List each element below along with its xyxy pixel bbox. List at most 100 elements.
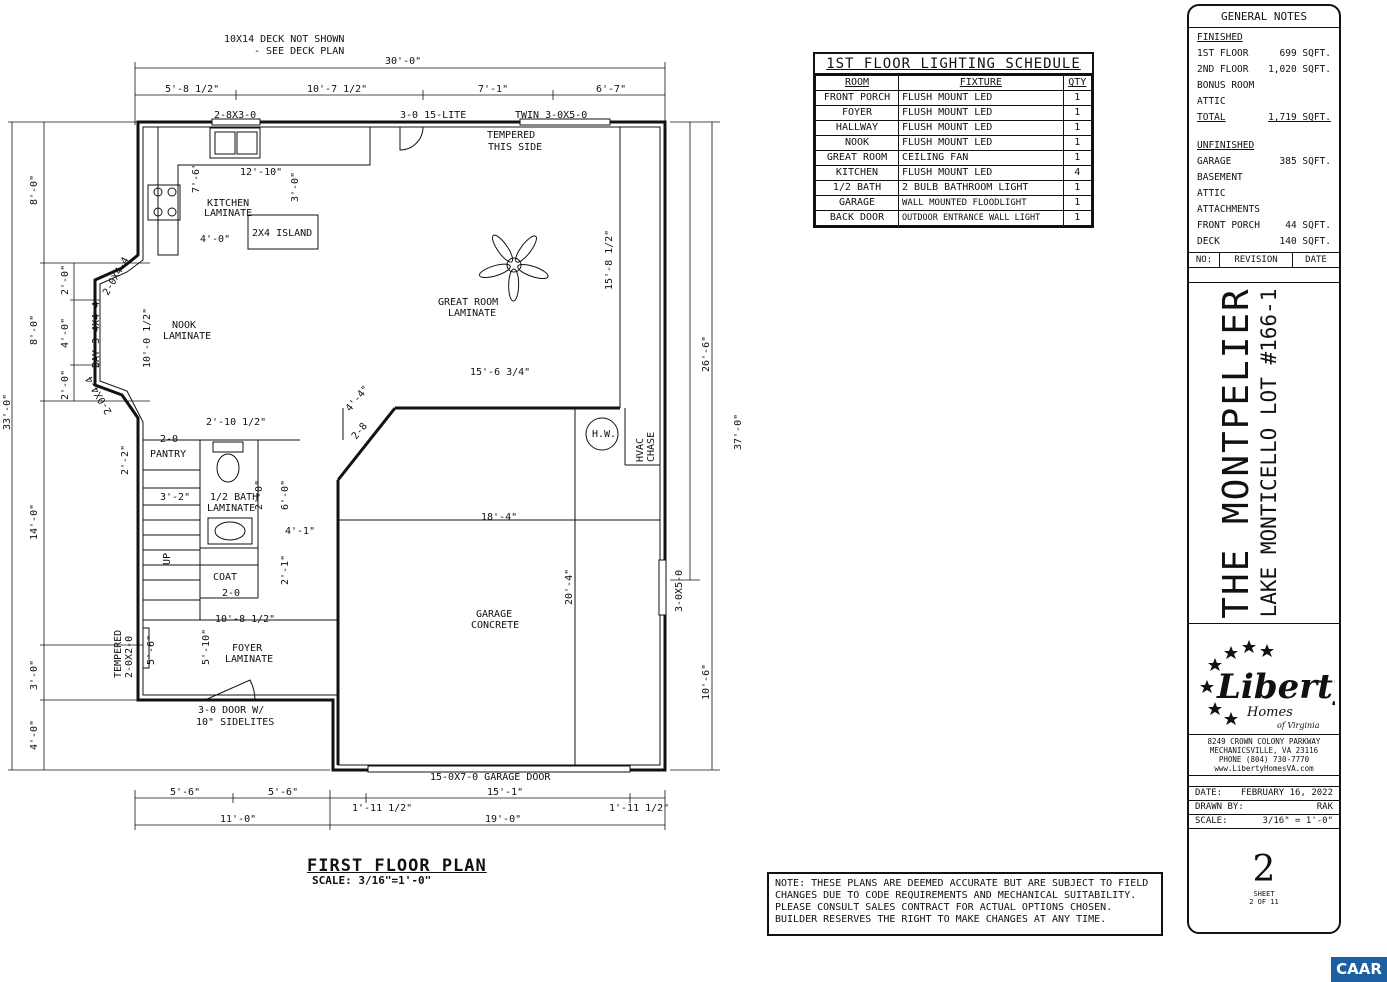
- bottom-dim-4: 15'-1": [487, 787, 523, 798]
- area-value: 140 SQFT.: [1279, 236, 1331, 247]
- top-dim-1: 5'-8 1/2": [165, 84, 219, 95]
- great-room-label: GREAT ROOM: [438, 297, 498, 308]
- nook-floor: LAMINATE: [163, 331, 211, 342]
- schedule-room: 1/2 BATH: [814, 180, 900, 196]
- finished-label: FINISHED: [1197, 32, 1243, 43]
- area-row: 1ST FLOOR 699 SQFT.: [1197, 46, 1331, 62]
- kitchen-counters: [147, 127, 371, 256]
- drawing-info: DATE:FEBRUARY 16, 2022 DRAWN BY:RAK SCAL…: [1189, 786, 1339, 829]
- area-name: BONUS ROOM: [1197, 80, 1255, 91]
- schedule-qty: 1: [1062, 180, 1093, 196]
- area-name: TOTAL: [1197, 112, 1226, 123]
- area-value: 1,020 SQFT.: [1268, 64, 1331, 75]
- schedule-qty: 1: [1062, 195, 1093, 211]
- schedule-qty: 1: [1062, 120, 1093, 136]
- schedule-title: 1ST FLOOR LIGHTING SCHEDULE: [815, 54, 1092, 75]
- top-dim-4: 6'-7": [596, 84, 626, 95]
- area-row: ATTIC: [1197, 186, 1331, 202]
- area-value: 385 SQFT.: [1279, 156, 1331, 167]
- door-swings: [204, 126, 424, 701]
- schedule-room: GREAT ROOM: [814, 150, 900, 166]
- area-name: 1ST FLOOR: [1197, 48, 1249, 59]
- pantry-h: 2'-2": [120, 445, 131, 475]
- schedule-room: KITCHEN: [814, 165, 900, 181]
- drawn-label: DRAWN BY:: [1195, 802, 1244, 812]
- lighting-schedule: 1ST FLOOR LIGHTING SCHEDULE ROOM FIXTURE…: [813, 52, 1094, 228]
- bay-dim-1: 2'-0": [60, 265, 71, 295]
- logo-sub2: of Virginia: [1277, 721, 1320, 730]
- schedule-fixture: FLUSH MOUNT LED: [898, 90, 1064, 106]
- area-name: DECK: [1197, 236, 1220, 247]
- coat-door: 2-0: [222, 588, 240, 599]
- schedule-qty: 1: [1062, 150, 1093, 166]
- schedule-room: FOYER: [814, 105, 900, 121]
- exterior-walls: [93, 120, 667, 772]
- schedule-qty: 1: [1062, 135, 1093, 151]
- coat-label: COAT: [213, 572, 237, 583]
- garage-door: 15-0X7-0 GARAGE DOOR: [430, 772, 551, 783]
- schedule-header-fixture: FIXTURE: [898, 75, 1064, 91]
- general-notes-heading: GENERAL NOTES: [1189, 6, 1339, 28]
- deck-note-2: - SEE DECK PLAN: [254, 46, 344, 57]
- date-value: FEBRUARY 16, 2022: [1240, 788, 1333, 798]
- schedule-qty: 1: [1062, 210, 1093, 226]
- area-row: ATTIC: [1197, 94, 1331, 110]
- windows: [142, 118, 667, 773]
- garage-window: 3-0X5-0: [674, 570, 685, 612]
- right-dim-3: 10'-6": [701, 664, 712, 700]
- plan-title: FIRST FLOOR PLAN: [307, 856, 487, 876]
- front-door-1: 3-0 DOOR W/: [198, 705, 264, 716]
- schedule-room: FRONT PORCH: [814, 90, 900, 106]
- great-room-w: 15'-6 3/4": [470, 367, 530, 378]
- schedule-room: NOOK: [814, 135, 900, 151]
- area-value: 699 SQFT.: [1279, 48, 1331, 59]
- bay-dim-3: 2'-0": [60, 370, 71, 400]
- area-name: BASEMENT: [1197, 172, 1243, 183]
- foyer-floor: LAMINATE: [225, 654, 273, 665]
- address-phone: PHONE (804) 730-7770: [1218, 755, 1310, 764]
- island-offset: 4'-0": [200, 234, 230, 245]
- dimension-lines: [8, 62, 720, 830]
- drawn-value: RAK: [1316, 802, 1333, 812]
- company-logo: Liberty Homes of Virginia: [1189, 624, 1339, 735]
- window-door-lite: 3-0 15-LITE: [400, 110, 466, 121]
- schedule-qty: 1: [1062, 105, 1093, 121]
- area-row: BONUS ROOM: [1197, 78, 1331, 94]
- right-dim-2: 37'-0": [733, 414, 744, 450]
- sheet-number: 2: [1252, 849, 1276, 890]
- interior-walls: [143, 127, 660, 765]
- foyer-label: FOYER: [232, 643, 263, 654]
- schedule-fixture: 2 BULB BATHROOM LIGHT: [898, 180, 1064, 196]
- front-door-2: 10" SIDELITES: [196, 717, 274, 728]
- area-row: TOTAL 1,719 SQFT.: [1197, 110, 1331, 126]
- tempered-2: THIS SIDE: [488, 142, 542, 153]
- pantry-label: PANTRY: [150, 449, 186, 460]
- great-room-h: 15'-8 1/2": [604, 230, 615, 290]
- area-value: 1,719 SQFT.: [1268, 112, 1331, 123]
- schedule-room: GARAGE: [814, 195, 900, 211]
- disclaimer-note: NOTE: THESE PLANS ARE DEEMED ACCURATE BU…: [767, 872, 1163, 936]
- revision-no-header: NO:: [1189, 253, 1220, 267]
- foyer-window-1: TEMPERED: [113, 630, 124, 678]
- schedule-qty: 1: [1062, 90, 1093, 106]
- nook-h: 10'-0 1/2": [142, 308, 153, 368]
- top-dim-2: 10'-7 1/2": [307, 84, 367, 95]
- unfinished-label: UNFINISHED: [1197, 140, 1255, 151]
- bottom-dim-5: 1'-11 1/2": [609, 803, 669, 814]
- schedule-room: HALLWAY: [814, 120, 900, 136]
- sheet-number-area: 2 SHEET 2 OF 11: [1189, 849, 1339, 906]
- area-name: 2ND FLOOR: [1197, 64, 1249, 75]
- island-label: 2X4 ISLAND: [252, 228, 312, 239]
- tempered-1: TEMPERED: [487, 130, 535, 141]
- schedule-qty: 4: [1062, 165, 1093, 181]
- hw-label: H.W.: [592, 429, 616, 440]
- stairs: [143, 504, 200, 581]
